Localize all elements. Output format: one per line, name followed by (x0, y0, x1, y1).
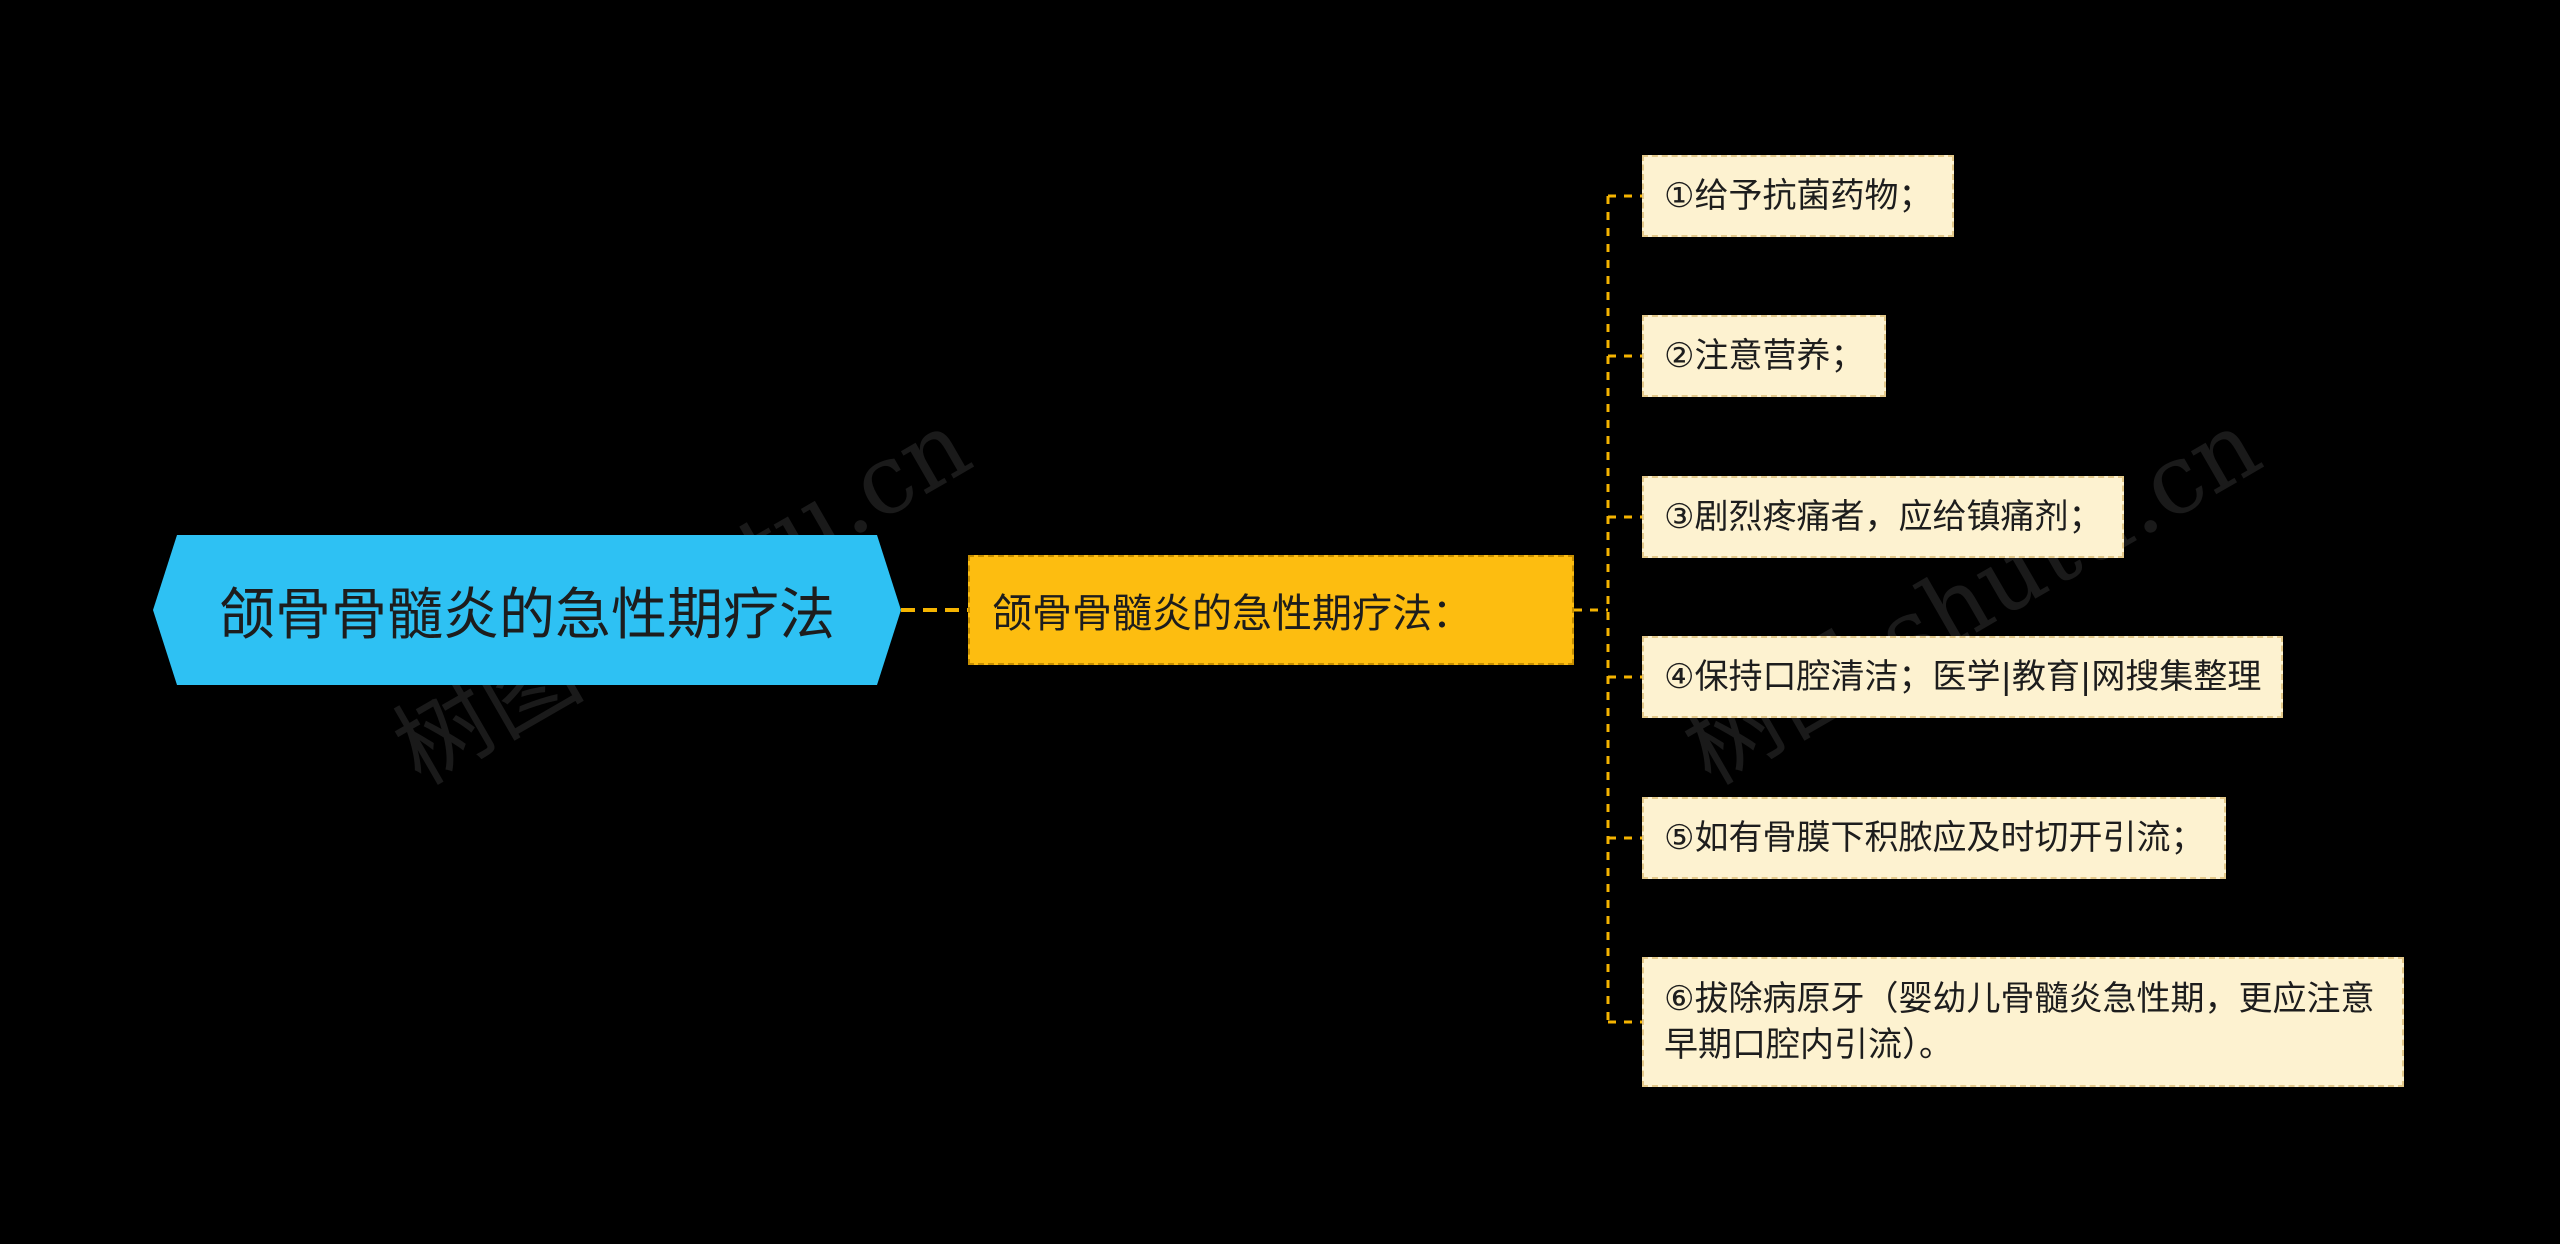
branch-topic-label: 颌骨骨髓炎的急性期疗法： (992, 591, 1472, 637)
root-topic-node[interactable]: 颌骨骨髓炎的急性期疗法 (153, 535, 901, 685)
leaf-label: ⑥拔除病原牙（婴幼儿骨髓炎急性期，更应注意早期口腔内引流）。 (1664, 979, 2375, 1065)
leaf-node[interactable]: ①给予抗菌药物； (1642, 155, 1955, 237)
branch-topic-node[interactable]: 颌骨骨髓炎的急性期疗法： (968, 555, 1574, 665)
leaf-node[interactable]: ③剧烈疼痛者，应给镇痛剂； (1642, 476, 2125, 558)
leaf-label: ②注意营养； (1664, 336, 1865, 376)
root-hexagon-shape (153, 535, 901, 685)
leaf-node[interactable]: ②注意营养； (1642, 315, 1887, 397)
leaf-label: ⑤如有骨膜下积脓应及时切开引流； (1664, 818, 2205, 858)
leaf-label: ③剧烈疼痛者，应给镇痛剂； (1664, 497, 2103, 537)
root-topic-label: 颌骨骨髓炎的急性期疗法 (219, 582, 835, 648)
leaf-label: ①给予抗菌药物； (1664, 176, 1933, 216)
leaf-label: ④保持口腔清洁；医学|教育|网搜集整理 (1664, 657, 2262, 697)
leaf-node[interactable]: ⑤如有骨膜下积脓应及时切开引流； (1642, 797, 2227, 879)
leaf-node[interactable]: ④保持口腔清洁；医学|教育|网搜集整理 (1642, 636, 2284, 718)
leaf-connectors (1608, 194, 1642, 1024)
leaf-node[interactable]: ⑥拔除病原牙（婴幼儿骨髓炎急性期，更应注意早期口腔内引流）。 (1642, 957, 2404, 1087)
